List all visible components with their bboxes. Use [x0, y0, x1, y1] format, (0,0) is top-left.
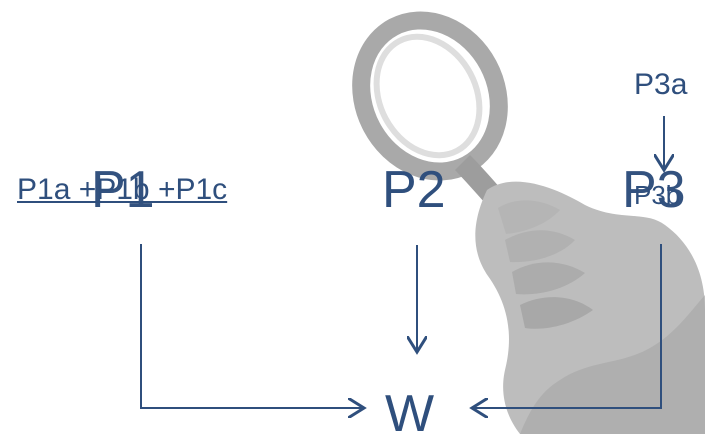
- p2-label: P2: [382, 161, 446, 219]
- p3-label: P3: [622, 161, 686, 219]
- p3b-label: P3b: [634, 180, 681, 210]
- w-label: W: [385, 385, 435, 434]
- p1-label: P1: [91, 161, 155, 219]
- p1-components-label: P1a +P1b +P1c: [17, 173, 228, 206]
- p3a-label: P3a: [634, 68, 688, 101]
